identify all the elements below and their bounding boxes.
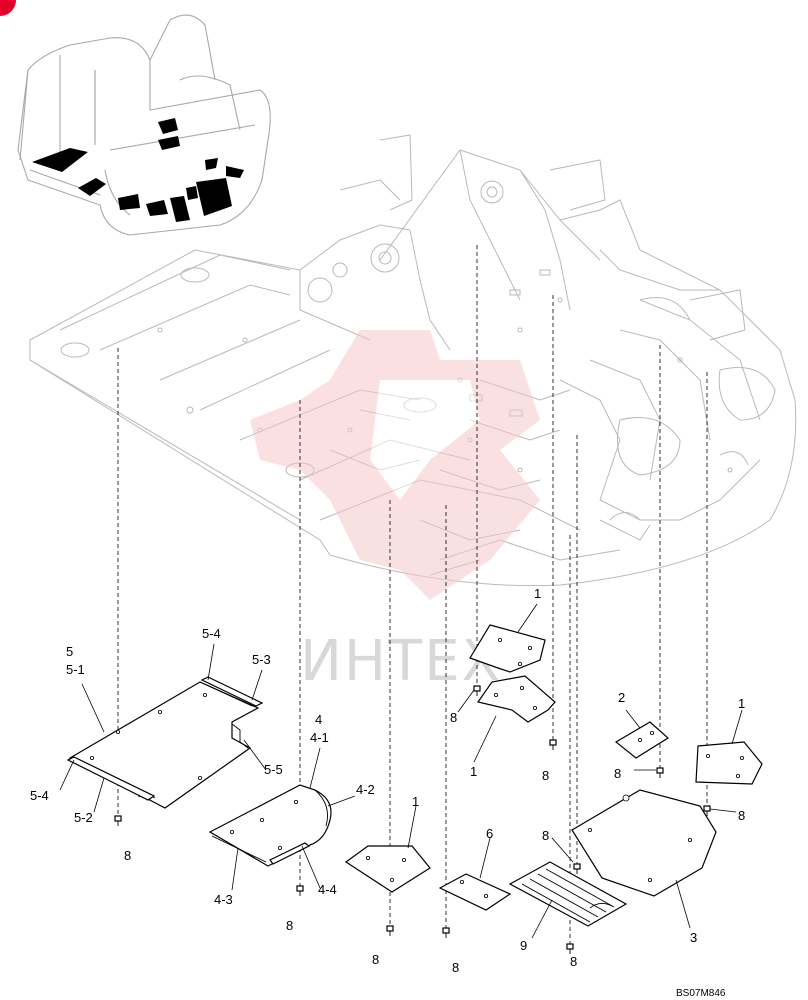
bracket-2[interactable] bbox=[614, 721, 669, 759]
edge-strip-5-4-upper bbox=[200, 676, 264, 707]
label-8: 8 bbox=[372, 952, 379, 967]
grating-9[interactable] bbox=[508, 861, 628, 927]
watermark bbox=[250, 330, 540, 600]
label-1: 1 bbox=[738, 696, 745, 711]
watermark-text: ИНТЕХ bbox=[300, 629, 502, 694]
label-8: 8 bbox=[542, 828, 549, 843]
label-5-3: 5-3 bbox=[252, 652, 271, 667]
bolt bbox=[703, 805, 711, 816]
cover-plate-1-upper[interactable] bbox=[469, 624, 546, 673]
label-4-2: 4-2 bbox=[356, 782, 375, 797]
bolt bbox=[573, 863, 581, 874]
edge-strip-5-4-lower bbox=[66, 756, 156, 801]
bolt bbox=[442, 927, 450, 938]
bolt bbox=[566, 943, 574, 954]
label-1: 1 bbox=[534, 586, 541, 601]
alignment-lines bbox=[117, 245, 708, 945]
cover-plate-1-lower[interactable] bbox=[344, 845, 431, 893]
label-4: 4 bbox=[315, 712, 322, 727]
label-8: 8 bbox=[570, 954, 577, 969]
bolt bbox=[473, 685, 481, 696]
label-8: 8 bbox=[450, 710, 457, 725]
label-5: 5 bbox=[66, 644, 73, 659]
floor-plate-5[interactable] bbox=[68, 681, 260, 809]
bolts bbox=[114, 685, 711, 954]
label-4-1: 4-1 bbox=[310, 730, 329, 745]
label-2: 2 bbox=[618, 690, 625, 705]
label-9: 9 bbox=[520, 938, 527, 953]
bolt bbox=[386, 925, 394, 936]
label-8: 8 bbox=[542, 768, 549, 783]
machine-inset-thumbnail bbox=[17, 14, 271, 236]
cover-plate-1-right[interactable] bbox=[695, 741, 763, 785]
label-5-4: 5-4 bbox=[202, 626, 221, 641]
cover-plate-6[interactable] bbox=[438, 873, 512, 911]
leader-lines bbox=[59, 603, 743, 939]
label-1: 1 bbox=[470, 764, 477, 779]
part-labels: 1 1 1 1 2 3 4 4-1 4-2 4-3 4-4 5 5-1 5-2 … bbox=[30, 586, 745, 975]
label-8: 8 bbox=[124, 848, 131, 863]
label-6: 6 bbox=[486, 826, 493, 841]
label-4-4: 4-4 bbox=[318, 882, 337, 897]
bolt bbox=[656, 767, 664, 778]
label-4-3: 4-3 bbox=[214, 892, 233, 907]
label-5-5: 5-5 bbox=[264, 762, 283, 777]
bolt bbox=[549, 739, 557, 750]
corner-mark bbox=[0, 0, 16, 16]
drawing-code: BS07M846 bbox=[676, 988, 726, 999]
label-3: 3 bbox=[690, 930, 697, 945]
label-5-2: 5-2 bbox=[74, 810, 93, 825]
label-8: 8 bbox=[738, 808, 745, 823]
floor-plate-4[interactable] bbox=[208, 784, 332, 867]
bracket-5-5 bbox=[231, 723, 249, 749]
label-5-4: 5-4 bbox=[30, 788, 49, 803]
bolt bbox=[114, 815, 122, 826]
label-8: 8 bbox=[614, 766, 621, 781]
bolt bbox=[296, 885, 304, 896]
label-8: 8 bbox=[286, 918, 293, 933]
cover-plate-1-center[interactable] bbox=[477, 675, 556, 723]
floor-plate-3[interactable] bbox=[571, 789, 717, 897]
label-1: 1 bbox=[412, 794, 419, 809]
label-8: 8 bbox=[452, 960, 459, 975]
label-5-1: 5-1 bbox=[66, 662, 85, 677]
